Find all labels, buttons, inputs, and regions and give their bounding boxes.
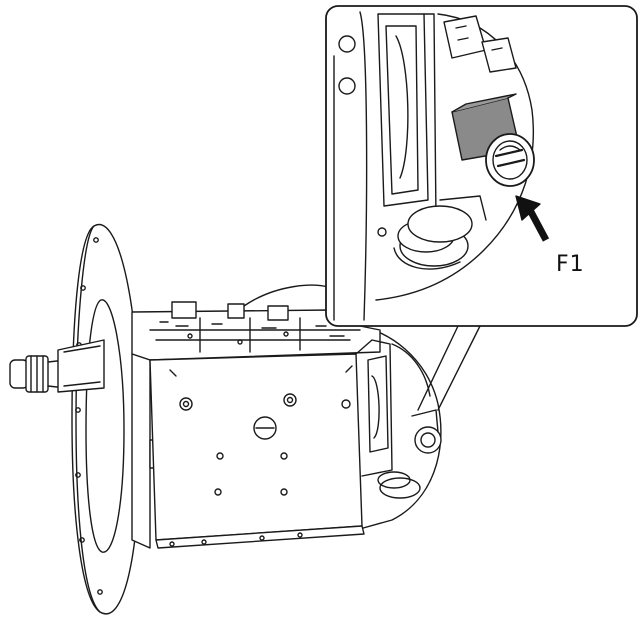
cable-gland bbox=[9, 339, 105, 393]
detail-inset bbox=[325, 5, 638, 327]
camera-housing-drawing bbox=[131, 284, 442, 549]
callout-leader bbox=[417, 325, 481, 411]
fuse-label: F1 bbox=[556, 252, 585, 277]
mounting-plate bbox=[71, 223, 141, 615]
pointer-arrow bbox=[515, 195, 550, 242]
fuse-holder bbox=[451, 93, 535, 187]
